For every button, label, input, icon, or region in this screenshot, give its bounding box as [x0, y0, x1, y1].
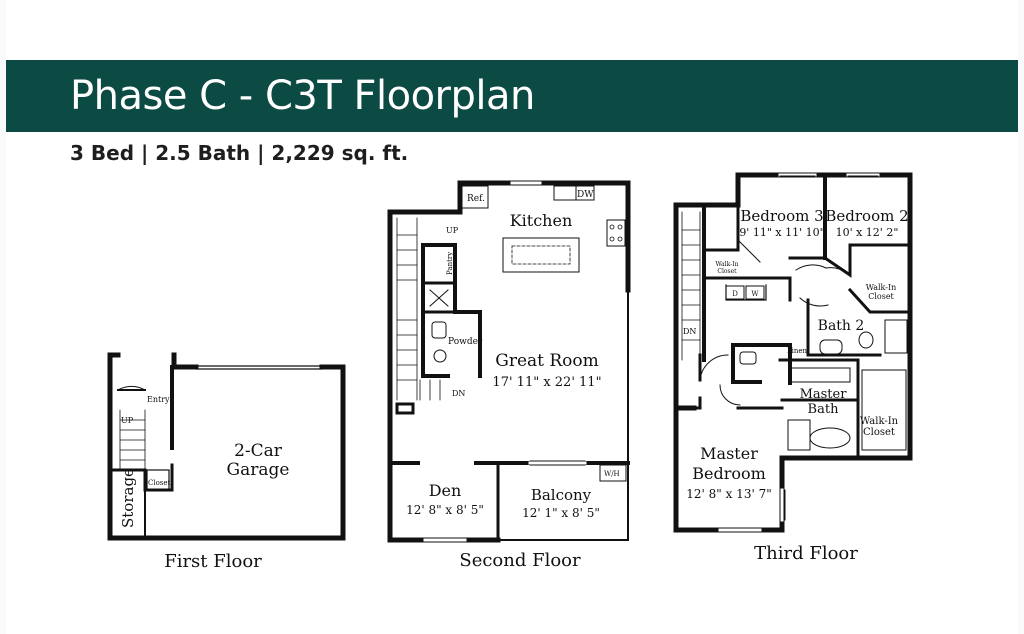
walkin-b2-label-2: Closet: [868, 292, 894, 301]
second-up-label: UP: [446, 226, 459, 235]
bedroom2-dims: 10' x 12' 2": [836, 226, 899, 239]
master-bath-label-1: Master: [800, 387, 848, 402]
first-storage-label: Storage: [119, 468, 137, 528]
wh-label: W/H: [604, 470, 620, 478]
first-floor-caption: First Floor: [164, 551, 262, 572]
great-room-label: Great Room: [495, 351, 599, 371]
garage-label-line1: 2-Car: [234, 441, 283, 461]
great-room-dims: 17' 11" x 22' 11": [492, 375, 601, 390]
first-up-label: UP: [121, 416, 134, 425]
walkin-b2-label-1: Walk-In: [866, 283, 897, 292]
dryer-label: D: [732, 290, 738, 298]
pantry-label: Pantry: [446, 252, 454, 275]
powder-label: Powder: [448, 337, 483, 347]
den-dims: 12' 8" x 8' 5": [406, 503, 484, 517]
first-closet-label: Closet: [148, 479, 171, 487]
walkin-small-label-2: Closet: [717, 268, 737, 275]
first-entry-label: Entry: [147, 395, 170, 404]
balcony-label: Balcony: [531, 486, 592, 504]
first-floor-plan: [107, 352, 346, 541]
page-title: Phase C - C3T Floorplan: [70, 73, 535, 119]
bedroom3-dims: 9' 11" x 11' 10": [739, 226, 824, 239]
den-label: Den: [429, 481, 462, 500]
master-bedroom-label-2: Bedroom: [692, 464, 766, 483]
second-dn-label: DN: [452, 389, 465, 398]
bath2-label: Bath 2: [818, 318, 865, 334]
page-subtitle: 3 Bed | 2.5 Bath | 2,229 sq. ft.: [70, 141, 409, 165]
bedroom3-label: Bedroom 3: [740, 207, 823, 225]
dw-label: DW: [577, 190, 594, 200]
linen-label: Linen: [787, 347, 808, 355]
second-floor-caption: Second Floor: [459, 550, 581, 571]
washer-label: W: [751, 290, 759, 298]
garage-label-line2: Garage: [227, 460, 290, 480]
third-dn-label: DN: [683, 327, 696, 336]
second-floor-plan: [387, 180, 631, 543]
kitchen-label: Kitchen: [510, 211, 573, 230]
walkin-master-label-2: Closet: [863, 427, 895, 438]
title-banner: [6, 60, 1018, 132]
master-bath-label-2: Bath: [808, 402, 840, 417]
bedroom2-label: Bedroom 2: [825, 207, 908, 225]
walkin-master-label-1: Walk-In: [860, 416, 899, 427]
third-floor-plan: [673, 172, 913, 533]
balcony-dims: 12' 1" x 8' 5": [522, 506, 600, 520]
ref-label: Ref.: [467, 194, 485, 204]
master-bedroom-dims: 12' 8" x 13' 7": [686, 487, 771, 501]
walkin-small-label-1: Walk-In: [716, 261, 739, 268]
master-bedroom-label-1: Master: [700, 444, 758, 463]
third-floor-caption: Third Floor: [754, 543, 858, 564]
